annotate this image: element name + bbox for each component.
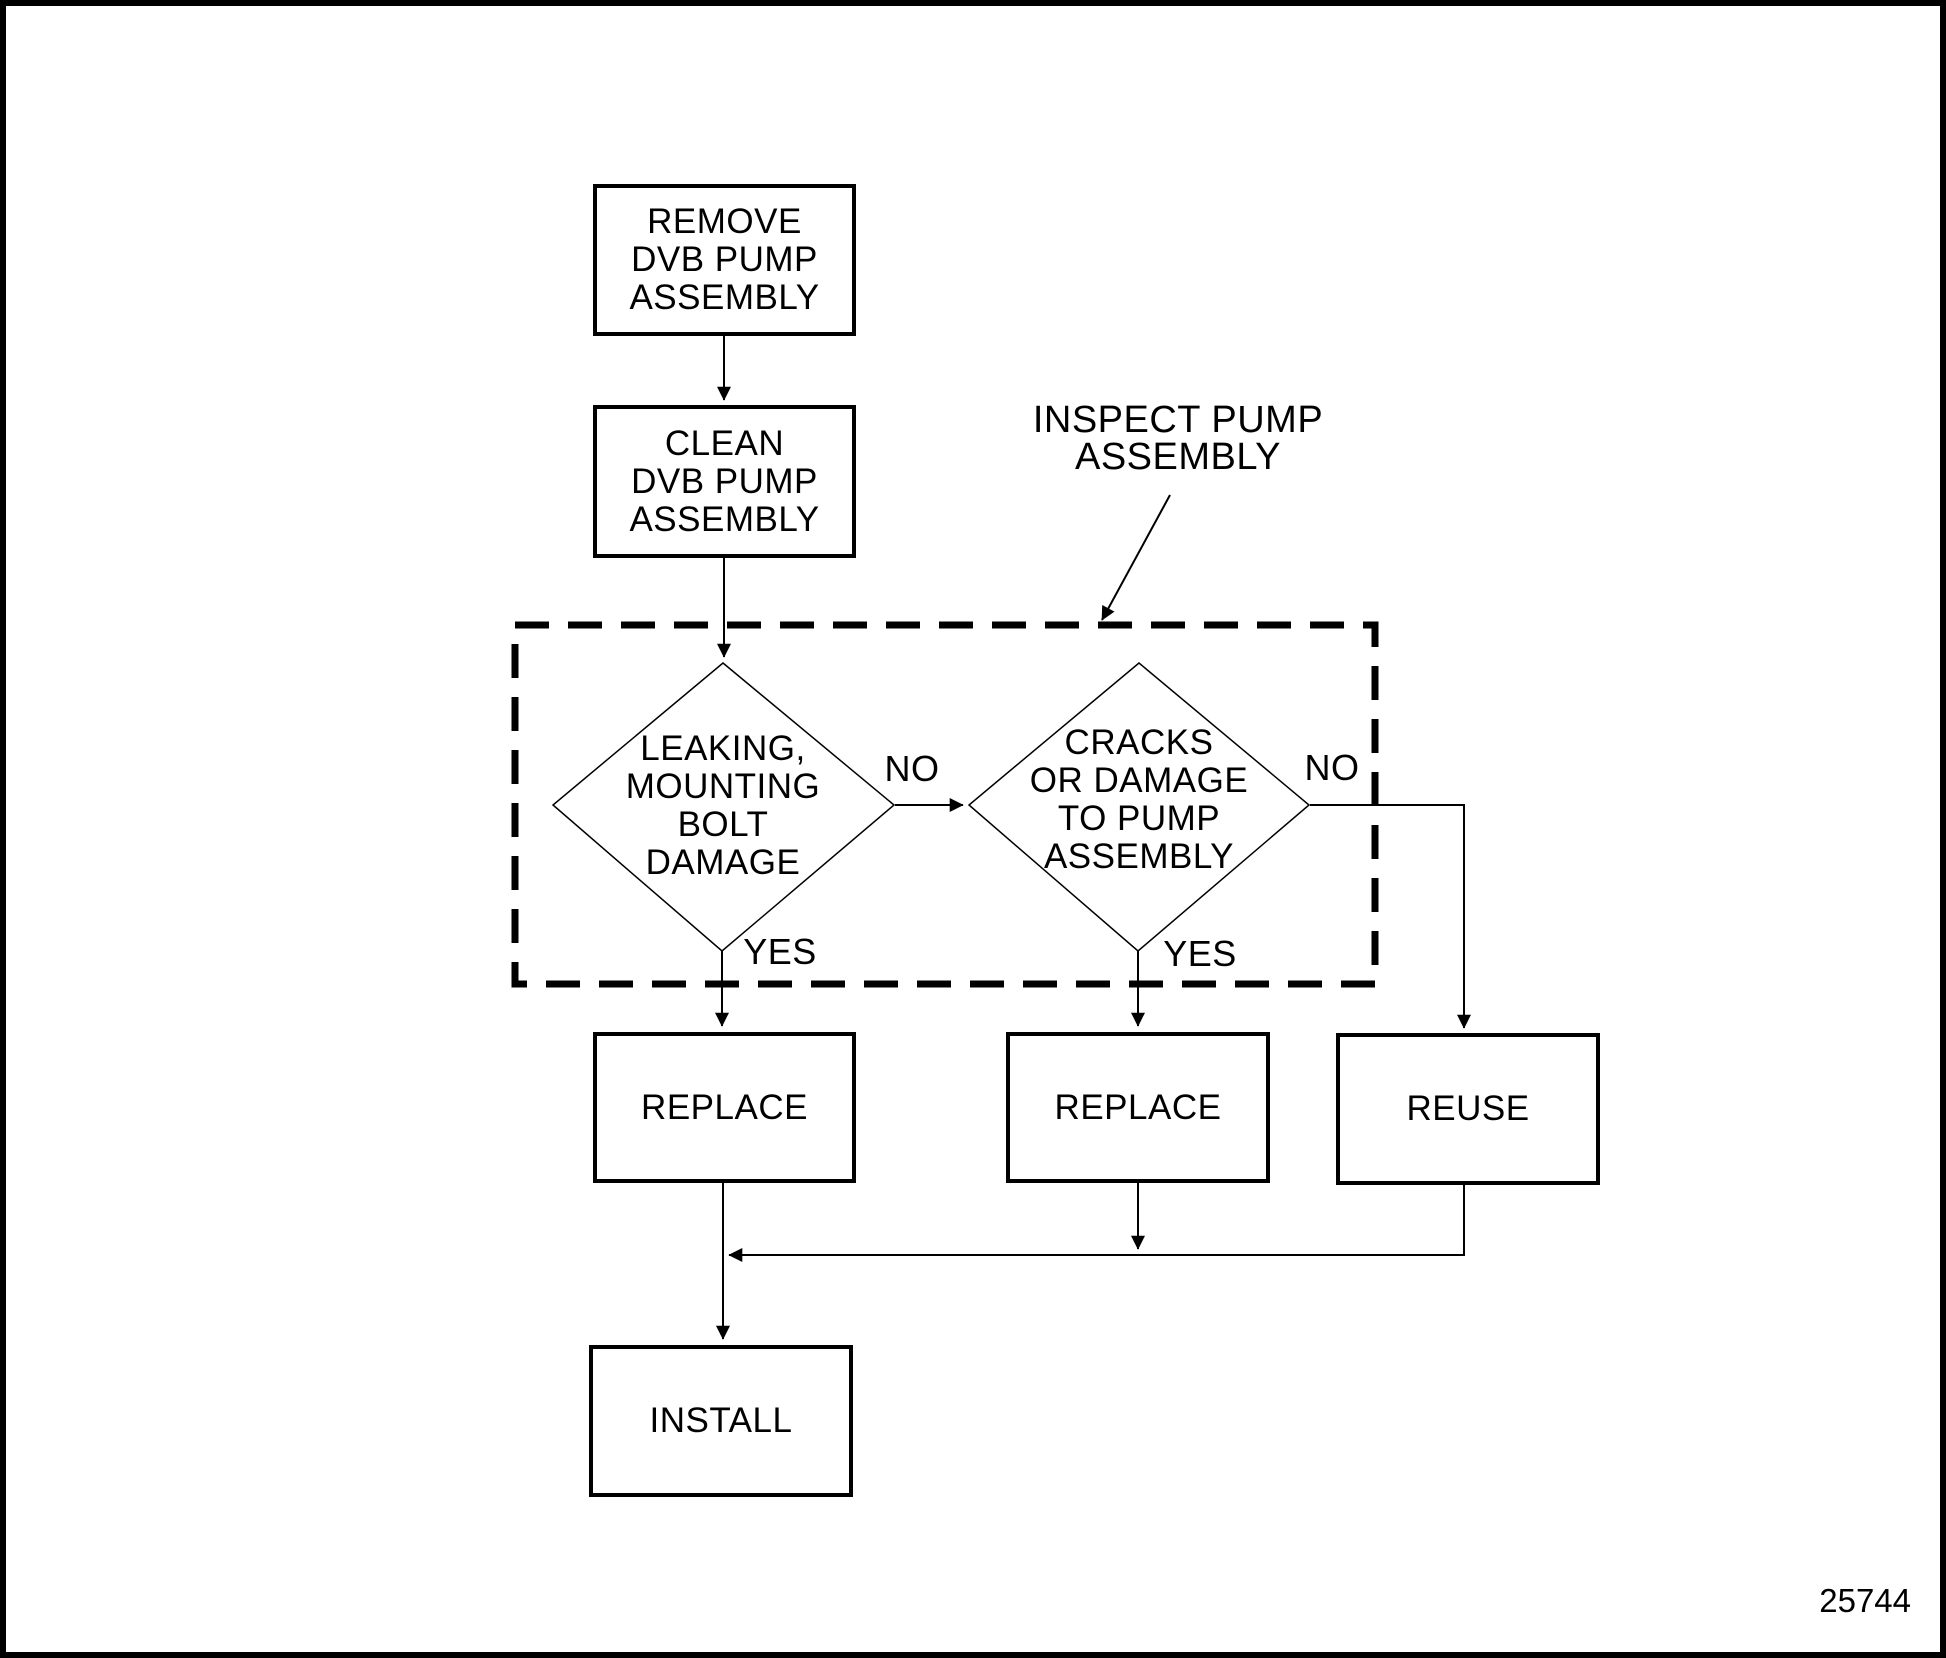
node-clean-dvb-pump-assembly: CLEAN DVB PUMP ASSEMBLY — [593, 405, 856, 558]
flowchart-connectors — [511, 336, 1471, 1340]
edge-label-no-right: NO — [1304, 747, 1360, 788]
node-remove-dvb-pump-assembly: REMOVE DVB PUMP ASSEMBLY — [593, 184, 856, 336]
decision-cracks-text: CRACKS OR DAMAGE TO PUMP ASSEMBLY — [1029, 723, 1249, 876]
node-reuse: REUSE — [1336, 1033, 1600, 1185]
node-replace-middle-label: REPLACE — [1054, 1087, 1222, 1127]
edge-label-yes-right: YES — [1163, 933, 1237, 974]
edge-label-yes-left: YES — [743, 931, 817, 972]
edge-reuse-to-junction — [728, 1185, 1465, 1262]
node-clean-label: CLEAN DVB PUMP ASSEMBLY — [629, 423, 820, 539]
node-install-label: INSTALL — [649, 1401, 793, 1440]
decision-leaking-text: LEAKING, MOUNTING BOLT DAMAGE — [625, 729, 821, 882]
node-replace-left-label: REPLACE — [641, 1087, 808, 1127]
figure-number: 25744 — [1819, 1582, 1911, 1619]
node-replace-middle: REPLACE — [1006, 1032, 1270, 1183]
decision-leaking-label: LEAKING, MOUNTING BOLT DAMAGE — [573, 720, 873, 892]
decision-cracks-label: CRACKS OR DAMAGE TO PUMP ASSEMBLY — [989, 714, 1289, 886]
edge-cracks-no-to-reuse — [1310, 804, 1471, 1029]
inspect-pump-assembly-annotation: INSPECT PUMP ASSEMBLY — [1032, 399, 1324, 478]
node-reuse-label: REUSE — [1406, 1089, 1530, 1128]
node-install: INSTALL — [589, 1345, 853, 1497]
node-replace-left: REPLACE — [593, 1032, 856, 1183]
node-remove-label: REMOVE DVB PUMP ASSEMBLY — [629, 202, 820, 317]
inspect-label-pointer-arrow — [1101, 494, 1171, 621]
edge-label-no-left: NO — [884, 748, 940, 789]
